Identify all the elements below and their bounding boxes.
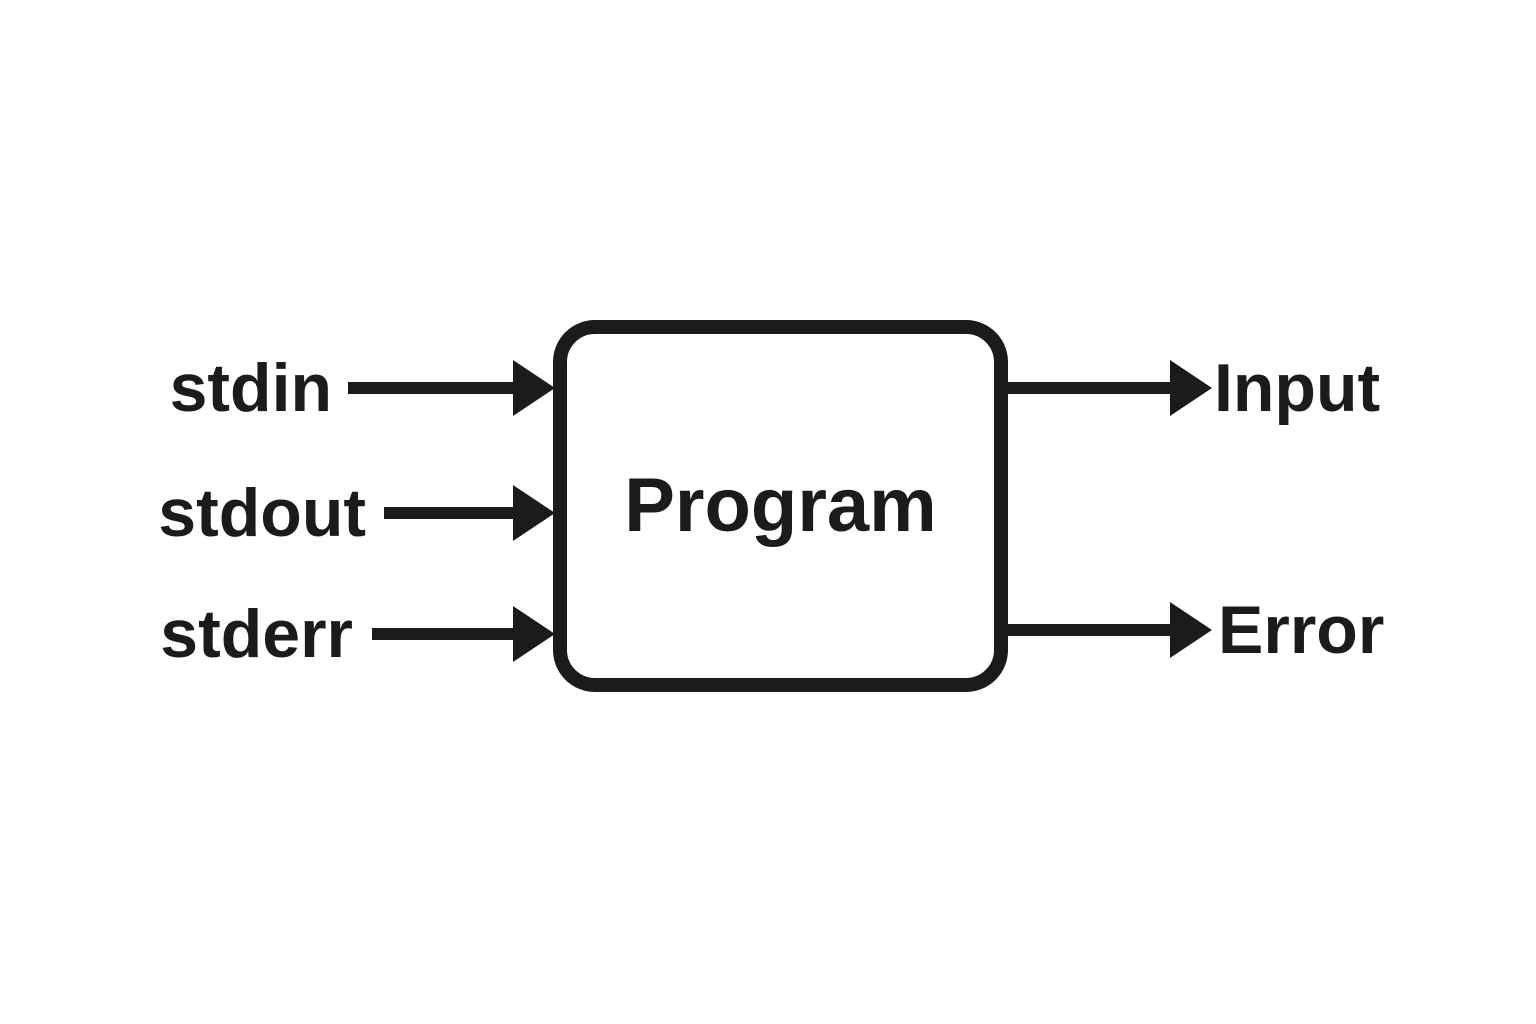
arrowhead-icon	[513, 485, 555, 541]
label-stdout: stdout	[158, 475, 366, 551]
program-box-label: Program	[624, 463, 937, 548]
arrow-stdout-to-program	[384, 485, 555, 541]
arrowhead-icon	[513, 360, 555, 416]
arrowhead-icon	[1170, 602, 1212, 658]
arrow-program-to-input	[1006, 360, 1212, 416]
arrow-program-to-error	[1006, 602, 1212, 658]
arrow-stdin-to-program	[348, 360, 555, 416]
arrowhead-icon	[1170, 360, 1212, 416]
label-stdin: stdin	[169, 350, 332, 426]
program-box: Program	[553, 320, 1008, 692]
arrow-shaft	[384, 507, 517, 519]
arrow-shaft	[1006, 624, 1174, 636]
label-input: Input	[1214, 350, 1381, 426]
arrow-shaft	[348, 382, 517, 394]
arrowhead-icon	[513, 606, 555, 662]
label-error: Error	[1218, 592, 1385, 668]
arrow-shaft	[1006, 382, 1174, 394]
label-stderr: stderr	[160, 596, 353, 672]
arrow-stderr-to-program	[372, 606, 555, 662]
arrow-shaft	[372, 628, 517, 640]
